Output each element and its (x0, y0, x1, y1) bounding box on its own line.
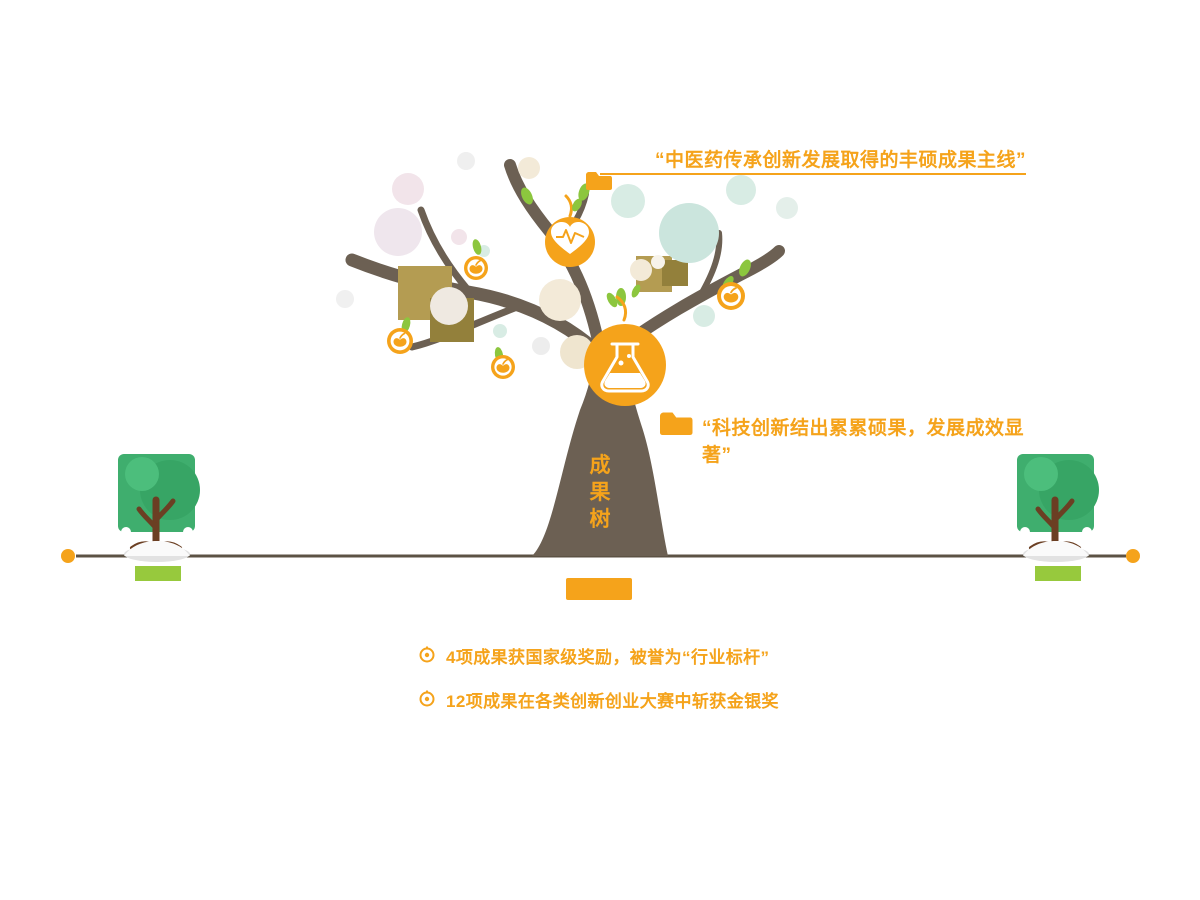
small-tree-right-icon (1017, 454, 1099, 562)
list-item: 12项成果在各类创新创业大赛中斩获金银奖 (418, 687, 779, 711)
ground-endpoint-right (1126, 549, 1140, 563)
apple-fruit-icon (717, 282, 745, 310)
apple-fruit-icon (464, 256, 488, 280)
heading-text: “中医药传承创新发展取得的丰硕成果主线” (654, 150, 1026, 171)
trunk-label-char: 树 (589, 508, 611, 531)
tree-base-label-bar (566, 578, 632, 600)
grass-left (135, 566, 181, 581)
callout-text: “科技创新结出累累硕果，发展成效显著” (702, 418, 1025, 466)
main-tree-illustration (336, 152, 1026, 600)
target-bullet-icon (419, 646, 435, 663)
trunk-label: 成 果 树 (586, 452, 614, 533)
grass-right (1035, 566, 1081, 581)
ground-endpoint-left (61, 549, 75, 563)
apple-fruit-icon (491, 355, 515, 379)
list-item: 4项成果获国家级奖励，被誉为“行业标杆” (418, 643, 779, 667)
target-bullet-icon (419, 690, 435, 707)
folder-icon-top (586, 172, 612, 190)
bullet-list: 4项成果获国家级奖励，被誉为“行业标杆” 12项成果在各类创新创业大赛中斩获金银… (418, 643, 779, 731)
trunk-label-char: 成 (589, 454, 611, 477)
heart-pulse-icon (545, 194, 595, 267)
bullet-text: 4项成果获国家级奖励，被誉为“行业标杆” (446, 647, 770, 667)
trunk-label-char: 果 (589, 481, 611, 504)
small-tree-left-icon (118, 454, 200, 562)
tree-trunk (532, 338, 668, 556)
folder-icon-mid (660, 412, 693, 435)
bullet-text: 12项成果在各类创新创业大赛中斩获金银奖 (446, 691, 779, 711)
lab-flask-icon (584, 284, 666, 406)
apple-fruit-icon (387, 328, 413, 354)
